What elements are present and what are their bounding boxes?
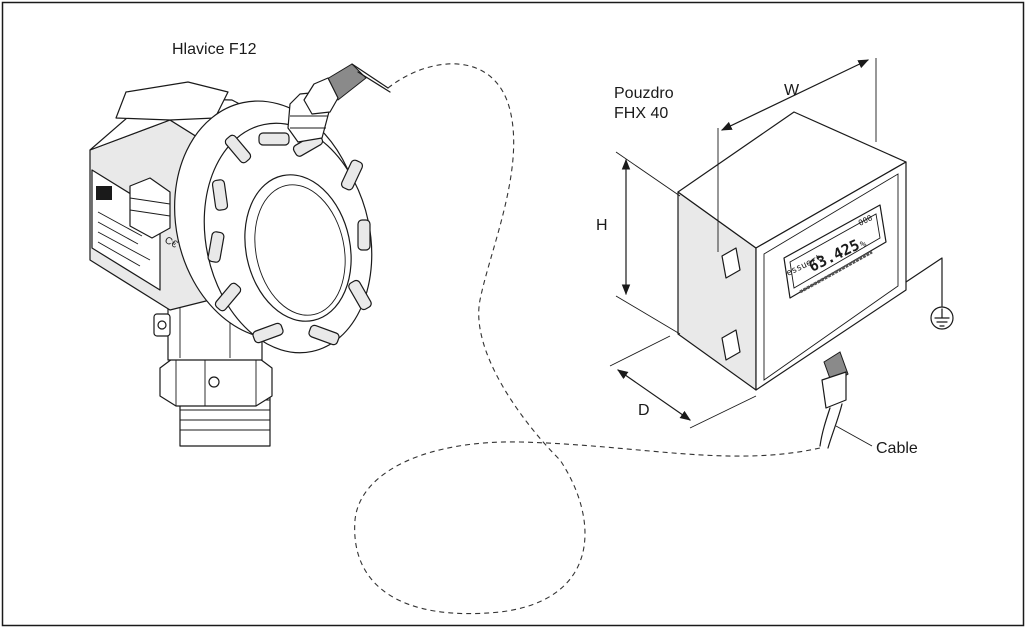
fhx40-housing-illustration: essuert 63.425 % 000 — [677, 111, 954, 449]
ground-symbol-icon — [930, 306, 954, 330]
remote-cable-path — [354, 63, 821, 615]
fhx40-display: essuert 63.425 % 000 — [783, 204, 887, 299]
f12-head-illustration: C€ — [89, 63, 391, 447]
housing-label-line2: FHX 40 — [614, 105, 668, 122]
depth-dimension-label: D — [638, 402, 650, 419]
display-unit: % — [859, 239, 869, 251]
svg-text:C€: C€ — [163, 235, 180, 251]
height-dimension-label: H — [596, 217, 608, 234]
cable-label: Cable — [876, 440, 918, 457]
dimension-lines — [609, 58, 877, 447]
housing-label-line1: Pouzdro — [614, 85, 674, 102]
width-dimension-label: W — [784, 82, 800, 99]
head-label: Hlavice F12 — [172, 41, 257, 58]
